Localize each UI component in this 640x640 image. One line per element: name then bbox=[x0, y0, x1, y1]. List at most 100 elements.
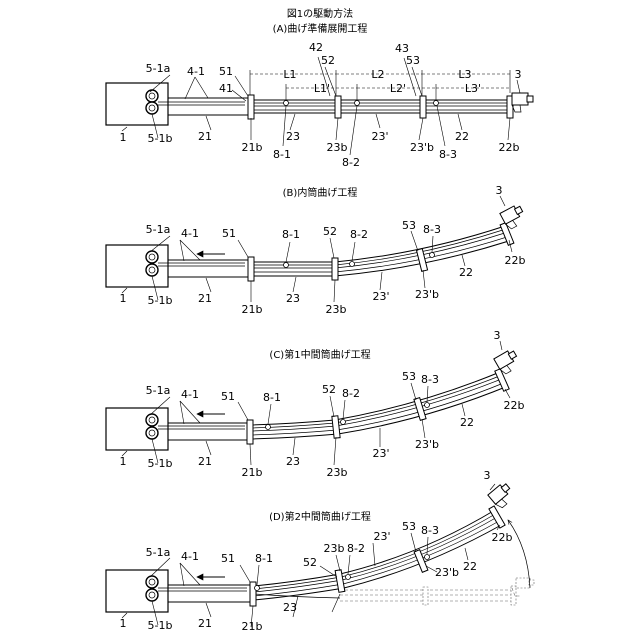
label-4-1: 4-1 bbox=[181, 550, 199, 563]
label-8-3: 8-3 bbox=[421, 524, 439, 537]
tube-assembly-d bbox=[158, 510, 503, 602]
label-21b: 21b bbox=[242, 141, 263, 154]
label-23p: 23' bbox=[373, 530, 390, 543]
tool-3 bbox=[488, 482, 516, 510]
label-22: 22 bbox=[460, 416, 474, 429]
pulley-5-1a bbox=[146, 576, 158, 588]
label-22b: 22b bbox=[505, 254, 526, 267]
label-23b: 23b bbox=[326, 303, 347, 316]
label-42: 42 bbox=[309, 41, 323, 54]
panel-a-title: (A)曲げ準備展開工程 bbox=[273, 22, 368, 35]
label-51: 51 bbox=[221, 390, 235, 403]
node-8-3 bbox=[434, 101, 439, 106]
clamp-21b bbox=[248, 95, 254, 119]
label-1: 1 bbox=[120, 131, 127, 144]
label-4-1: 4-1 bbox=[187, 65, 205, 78]
panel-c-title: (C)第1中間筒曲げ工程 bbox=[269, 348, 370, 361]
label-4-1: 4-1 bbox=[181, 227, 199, 240]
label-22: 22 bbox=[463, 560, 477, 573]
label-8-1: 8-1 bbox=[255, 552, 273, 565]
pulley-5-1b bbox=[146, 589, 158, 601]
label-22: 22 bbox=[459, 266, 473, 279]
label-5-1a: 5-1a bbox=[146, 546, 171, 559]
label-23b: 23b bbox=[327, 466, 348, 479]
clamp-22b bbox=[495, 369, 509, 392]
label-L1: L1 bbox=[283, 68, 296, 81]
label-1: 1 bbox=[120, 292, 127, 305]
node-8-2 bbox=[355, 101, 360, 106]
label-3: 3 bbox=[496, 184, 503, 197]
label-8-1: 8-1 bbox=[273, 148, 291, 161]
label-8-1: 8-1 bbox=[263, 391, 281, 404]
leaders-b bbox=[122, 196, 512, 302]
tool-3 bbox=[512, 93, 533, 112]
label-5-1a: 5-1a bbox=[146, 223, 171, 236]
label-23: 23 bbox=[286, 292, 300, 305]
label-21: 21 bbox=[198, 292, 212, 305]
label-5-1b: 5-1b bbox=[148, 132, 173, 145]
label-23p: 23' bbox=[372, 447, 389, 460]
label-53: 53 bbox=[402, 520, 416, 533]
label-23pb: 23'b bbox=[410, 141, 434, 154]
label-L3: L3 bbox=[458, 68, 471, 81]
label-8-2: 8-2 bbox=[342, 156, 360, 169]
drive-unit-1 bbox=[106, 83, 168, 125]
label-4-1: 4-1 bbox=[181, 388, 199, 401]
node-8-3 bbox=[425, 403, 430, 408]
node-8-1 bbox=[284, 101, 289, 106]
clamp-23pb bbox=[420, 96, 426, 118]
clamp-22b bbox=[489, 506, 505, 528]
panel-a: (A)曲げ準備展開工程 bbox=[106, 22, 533, 169]
label-23b: 23b bbox=[324, 542, 345, 555]
label-51: 51 bbox=[222, 227, 236, 240]
label-22b: 22b bbox=[492, 531, 513, 544]
label-3: 3 bbox=[515, 68, 522, 81]
label-L2p: L2' bbox=[390, 82, 406, 95]
label-8-2: 8-2 bbox=[347, 542, 365, 555]
pulley-5-1b bbox=[146, 264, 158, 276]
node-8-3 bbox=[425, 555, 430, 560]
label-51: 51 bbox=[219, 65, 233, 78]
ghost-straight-position bbox=[340, 578, 534, 605]
label-52: 52 bbox=[322, 383, 336, 396]
label-53: 53 bbox=[402, 370, 416, 383]
label-21b: 21b bbox=[242, 620, 263, 633]
panel-b-title: (B)内筒曲げ工程 bbox=[283, 186, 358, 199]
label-8-3: 8-3 bbox=[421, 373, 439, 386]
label-41: 41 bbox=[219, 82, 233, 95]
node-8-2 bbox=[346, 575, 351, 580]
label-23: 23 bbox=[286, 455, 300, 468]
label-1: 1 bbox=[120, 455, 127, 468]
label-51: 51 bbox=[221, 552, 235, 565]
label-52: 52 bbox=[303, 556, 317, 569]
pulley-5-1b bbox=[146, 102, 158, 114]
label-22b: 22b bbox=[499, 141, 520, 154]
node-8-1 bbox=[284, 263, 289, 268]
pulley-5-1a bbox=[146, 414, 158, 426]
label-52: 52 bbox=[323, 225, 337, 238]
label-3: 3 bbox=[494, 329, 501, 342]
label-23: 23 bbox=[286, 130, 300, 143]
label-52: 52 bbox=[321, 54, 335, 67]
node-8-1 bbox=[266, 425, 271, 430]
clamp-21b bbox=[247, 420, 253, 444]
label-8-3: 8-3 bbox=[439, 148, 457, 161]
label-21: 21 bbox=[198, 455, 212, 468]
panel-b: (B)内筒曲げ工程 bbox=[106, 184, 527, 316]
tube-assembly-a bbox=[158, 98, 510, 115]
label-5-1a: 5-1a bbox=[146, 384, 171, 397]
label-8-2: 8-2 bbox=[350, 228, 368, 241]
label-23: 23 bbox=[283, 601, 297, 614]
label-L2: L2 bbox=[371, 68, 384, 81]
label-21: 21 bbox=[198, 617, 212, 630]
label-21: 21 bbox=[198, 130, 212, 143]
label-3: 3 bbox=[484, 469, 491, 482]
clamp-23b bbox=[332, 258, 338, 280]
figure-title: 図1の駆動方法 bbox=[287, 7, 353, 20]
label-23pb: 23'b bbox=[435, 566, 459, 579]
label-53: 53 bbox=[406, 54, 420, 67]
label-21b: 21b bbox=[242, 466, 263, 479]
node-8-1 bbox=[255, 586, 260, 591]
label-23p: 23' bbox=[371, 130, 388, 143]
